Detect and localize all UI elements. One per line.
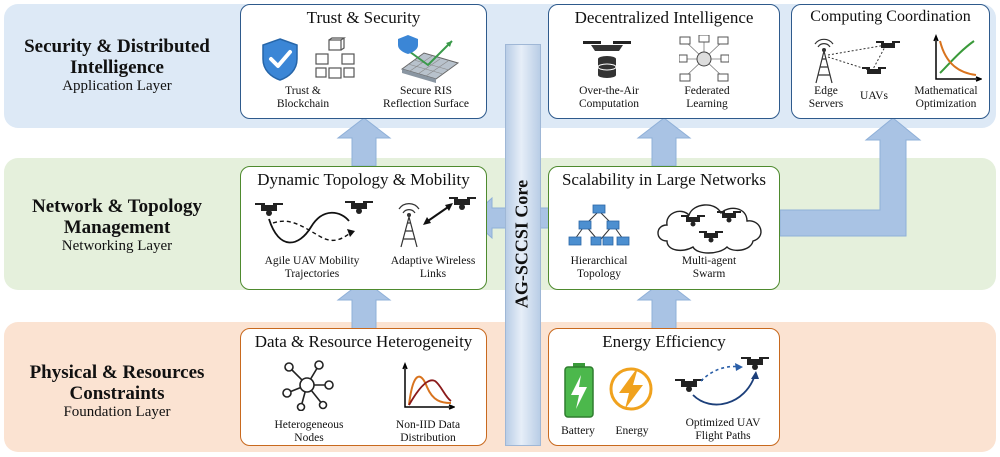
- data-item2-label: Non-IID Data Distribution: [381, 419, 475, 445]
- trust-item2-label: Secure RIS Reflection Surface: [366, 85, 486, 111]
- energy-item3-line2: Flight Paths: [695, 430, 751, 442]
- decentralized-item2-label: Federated Learning: [667, 85, 747, 111]
- dynamic-item1-label: Agile UAV Mobility Trajectories: [247, 255, 377, 281]
- foundation-layer-subtitle: Foundation Layer: [63, 404, 171, 420]
- computing-title: Computing Coordination: [810, 8, 971, 25]
- dynamic-item2-label: Adaptive Wireless Links: [381, 255, 485, 281]
- data-item1-line1: Heterogeneous: [274, 419, 344, 431]
- foundation-layer-title-line1: Physical & Resources: [29, 362, 205, 383]
- foundation-layer-title-line2: Constraints: [69, 383, 165, 404]
- application-layer-title-line2: Intelligence: [70, 57, 164, 78]
- application-layer-subtitle: Application Layer: [62, 78, 172, 94]
- data-title: Data & Resource Heterogeneity: [254, 332, 473, 351]
- trust-item1-line1: Trust &: [285, 85, 321, 97]
- foundation-layer-title: Physical & Resources Constraints: [12, 362, 222, 404]
- ris-surface-icon: [398, 35, 460, 83]
- computing-coordination-box: Computing Coordination Edge Servers UAVs…: [791, 4, 990, 119]
- dynamic-title: Dynamic Topology & Mobility: [257, 170, 470, 189]
- scalability-item2-label: Multi-agent Swarm: [667, 255, 751, 281]
- computing-item2-line1: UAVs: [860, 90, 888, 102]
- swarm-cloud-icon: [657, 204, 762, 254]
- application-layer-title-line1: Security & Distributed: [24, 36, 210, 57]
- scalability-title: Scalability in Large Networks: [561, 170, 767, 189]
- battery-icon: [564, 363, 594, 418]
- trust-item2-line1: Secure RIS: [399, 85, 453, 97]
- decentralized-item2-line2: Learning: [686, 98, 728, 110]
- computing-item1-label: Edge Servers: [804, 85, 848, 111]
- scalability-item1-line1: Hierarchical: [570, 255, 628, 267]
- energy-title: Energy Efficiency: [602, 332, 726, 351]
- data-item2-line1: Non-IID Data: [395, 419, 461, 431]
- data-item1-line2: Nodes: [294, 432, 324, 444]
- decentralized-intelligence-box: Decentralized Intelligence Over-the-Air …: [548, 4, 780, 119]
- non-iid-distribution-icon: [402, 361, 455, 410]
- computing-item3-line1: Mathematical: [914, 85, 978, 97]
- optimization-graph-icon: [933, 33, 982, 82]
- foundation-layer-band: [4, 322, 996, 452]
- dynamic-topology-box: Dynamic Topology & Mobility Agile UAV Mo…: [240, 166, 487, 290]
- data-item2-line2: Distribution: [400, 432, 456, 444]
- decentralized-item1-label: Over-the-Air Computation: [563, 85, 655, 111]
- dynamic-item1-line1: Agile UAV Mobility: [264, 255, 360, 267]
- hierarchical-topology-icon: [568, 204, 630, 246]
- application-layer-title: Security & Distributed Intelligence: [12, 36, 222, 78]
- decentralized-title: Decentralized Intelligence: [574, 8, 754, 27]
- drone-database-icon: [583, 41, 631, 78]
- edge-server-uav-icon: [814, 38, 900, 84]
- trust-item1-label: Trust & Blockchain: [263, 85, 343, 111]
- dynamic-item2-line1: Adaptive Wireless: [390, 255, 476, 267]
- computing-item3-label: Mathematical Optimization: [904, 85, 988, 111]
- energy-item3-label: Optimized UAV Flight Paths: [673, 417, 773, 443]
- decentralized-item2-line1: Federated: [684, 85, 730, 97]
- core-label: AG-SCCSI Core: [511, 179, 532, 309]
- arrow-up-scalability-to-decentralized: [636, 117, 692, 167]
- core-pillar: [505, 44, 541, 446]
- arrow-up-energy-to-scalability: [636, 279, 692, 331]
- trust-item2-line2: Reflection Surface: [383, 98, 469, 110]
- arrow-up-dynamic-to-trust: [336, 117, 392, 167]
- energy-efficiency-box: Energy Efficiency Battery Energy Optimiz…: [548, 328, 780, 446]
- scalability-box: Scalability in Large Networks Hierarchic…: [548, 166, 780, 290]
- scalability-item2-line2: Swarm: [692, 268, 726, 280]
- arrow-elbow-scalability-to-computing: [779, 117, 922, 237]
- decentralized-item1-line2: Computation: [578, 98, 640, 110]
- networking-layer-title: Network & Topology Management: [12, 196, 222, 238]
- trust-item1-line2: Blockchain: [276, 98, 330, 110]
- computing-item1-line2: Servers: [808, 98, 844, 110]
- dynamic-item2-line2: Links: [419, 268, 447, 280]
- core-label-wrap: AG-SCCSI Core: [505, 44, 539, 444]
- arrow-up-data-to-dynamic: [336, 279, 392, 331]
- networking-layer-title-line2: Management: [63, 217, 171, 238]
- energy-item2-label: Energy: [615, 425, 649, 437]
- energy-item3-line1: Optimized UAV: [685, 417, 761, 429]
- blockchain-cubes-icon: [315, 37, 355, 79]
- dynamic-item1-line2: Trajectories: [284, 268, 340, 280]
- data-item1-label: Heterogeneous Nodes: [263, 419, 355, 445]
- computing-item3-line2: Optimization: [915, 98, 977, 110]
- networking-layer-title-line1: Network & Topology: [32, 196, 202, 217]
- trust-security-box: Trust & Security Trust & Blockchain Secu…: [240, 4, 487, 119]
- data-heterogeneity-box: Data & Resource Heterogeneity Heterogene…: [240, 328, 487, 446]
- scalability-item2-line1: Multi-agent: [681, 255, 737, 267]
- scalability-item1-line2: Topology: [577, 268, 621, 280]
- federated-network-icon: [679, 35, 729, 82]
- computing-item1-line1: Edge: [814, 85, 838, 97]
- decentralized-item1-line1: Over-the-Air: [579, 85, 639, 97]
- scalability-item1-label: Hierarchical Topology: [557, 255, 641, 281]
- adaptive-wireless-icon: [398, 197, 476, 248]
- energy-bolt-icon: [609, 367, 653, 411]
- heterogeneous-nodes-icon: [282, 360, 334, 411]
- networking-layer-subtitle: Networking Layer: [61, 238, 173, 254]
- trust-security-title: Trust & Security: [306, 8, 421, 27]
- uav-trajectory-icon: [255, 201, 373, 244]
- energy-item1-label: Battery: [561, 425, 595, 437]
- computing-item2-label: UAVs: [854, 90, 894, 103]
- shield-check-icon: [262, 38, 298, 81]
- optimized-flight-path-icon: [675, 357, 769, 406]
